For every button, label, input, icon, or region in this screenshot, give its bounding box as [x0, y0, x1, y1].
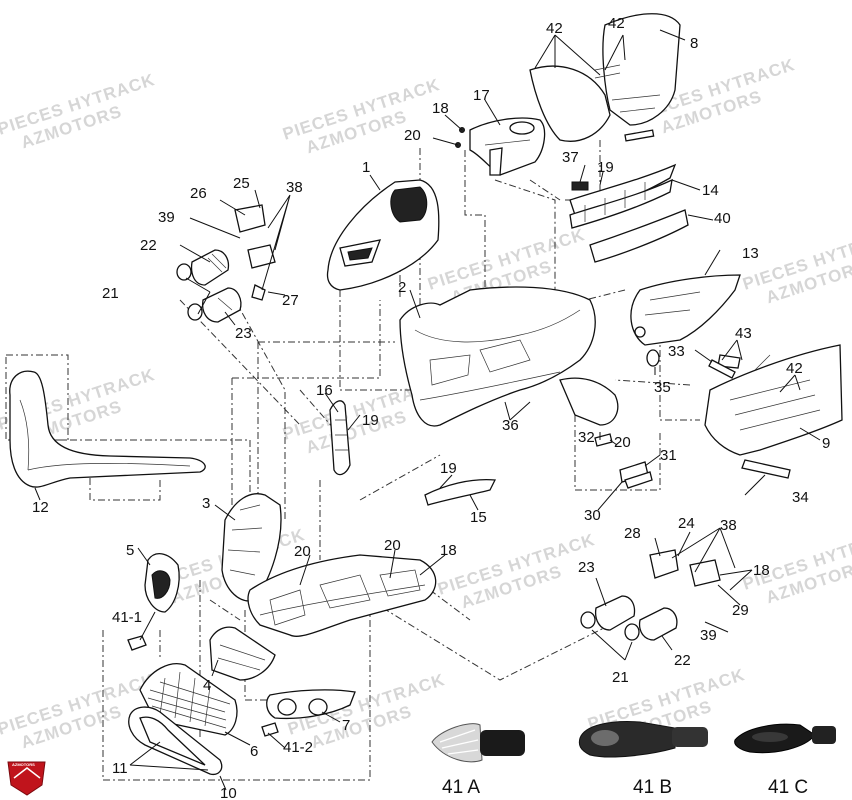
part-bracket-33	[708, 359, 736, 379]
part-dash-panel	[469, 117, 546, 176]
callout-31: 31	[660, 447, 677, 464]
callout-11: 11	[112, 760, 128, 777]
part-rear-side-panel	[529, 13, 681, 142]
leader-lines	[34, 29, 821, 791]
callout-7: 7	[342, 717, 350, 734]
callout-25: 25	[233, 175, 250, 192]
callout-19-lamp: 19	[362, 412, 379, 429]
callout-21-left: 21	[102, 285, 119, 302]
callout-14: 14	[702, 182, 719, 199]
callout-22-left: 22	[140, 237, 157, 254]
part-rear-fender-left	[630, 274, 741, 346]
callout-12: 12	[32, 499, 49, 516]
callout-34: 34	[792, 489, 809, 506]
part-side-strip	[424, 479, 497, 506]
callout-27: 27	[282, 292, 299, 309]
callout-15: 15	[470, 509, 487, 526]
callout-2: 2	[398, 279, 406, 296]
callout-20-left: 20	[294, 543, 311, 560]
part-left-indicator-group	[176, 204, 276, 323]
callout-20-top: 20	[404, 127, 421, 144]
callout-24: 24	[678, 515, 695, 532]
part-skid-plate	[209, 626, 276, 681]
part-ring	[646, 349, 660, 367]
variant-41b-image	[578, 721, 708, 758]
part-headlight-pair	[266, 689, 356, 720]
variant-41b-label: 41 B	[633, 777, 672, 798]
callout-23-right: 23	[578, 559, 595, 576]
callout-20-middle: 20	[384, 537, 401, 554]
part-bumper	[128, 706, 223, 776]
part-front-fender	[399, 286, 619, 427]
callout-4: 4	[203, 677, 211, 694]
part-rear-bracket	[569, 163, 677, 229]
callout-1: 1	[362, 159, 370, 176]
part-small-brackets	[594, 433, 653, 489]
part-front-frame	[221, 493, 282, 602]
part-front-top-cover	[326, 179, 440, 291]
brand-logo-text: AZMOTORS	[12, 762, 35, 767]
callout-16: 16	[316, 382, 333, 399]
part-head-lamp-left	[144, 553, 180, 613]
callout-22-right: 22	[674, 652, 691, 669]
brand-logo: AZMOTORS	[7, 761, 46, 796]
callout-18-middle: 18	[440, 542, 457, 559]
variant-41a-label: 41 A	[442, 777, 480, 798]
callout-13: 13	[742, 245, 759, 262]
callout-19-strip: 19	[440, 460, 457, 477]
callout-23-left: 23	[235, 325, 252, 342]
part-41-2	[261, 722, 279, 737]
variant-41a-image	[431, 723, 525, 763]
part-rear-strip	[589, 209, 689, 263]
callout-29: 29	[732, 602, 749, 619]
part-41-1	[127, 635, 147, 651]
callout-6: 6	[250, 743, 258, 760]
callout-36: 36	[502, 417, 519, 434]
callout-35: 35	[654, 379, 671, 396]
callout-40: 40	[714, 210, 731, 227]
callout-10: 10	[220, 785, 237, 800]
part-front-body-frame	[247, 554, 437, 637]
variant-41c-image	[734, 723, 836, 754]
callout-19-top: 19	[597, 159, 614, 176]
callout-21-right: 21	[612, 669, 629, 686]
callout-43: 43	[735, 325, 752, 342]
callout-9: 9	[822, 435, 830, 452]
callout-38-left: 38	[286, 179, 303, 196]
callout-18-top: 18	[432, 100, 449, 117]
callout-32: 32	[578, 429, 595, 446]
callout-8: 8	[690, 35, 698, 52]
part-right-indicator-group	[580, 549, 721, 641]
callout-39-right: 39	[700, 627, 717, 644]
callout-18-right: 18	[753, 562, 770, 579]
callout-5: 5	[126, 542, 134, 559]
callout-26: 26	[190, 185, 207, 202]
callout-41-2: 41-2	[283, 739, 313, 756]
callout-38-right: 38	[720, 517, 737, 534]
callout-37: 37	[562, 149, 579, 166]
callout-41-1: 41-1	[112, 609, 142, 626]
callout-33: 33	[668, 343, 685, 360]
part-rear-fender-right	[704, 344, 843, 479]
callout-3: 3	[202, 495, 210, 512]
callout-42-right: 42	[786, 360, 803, 377]
variant-41c-label: 41 C	[768, 777, 808, 798]
callout-39-left: 39	[158, 209, 175, 226]
callout-30: 30	[584, 507, 601, 524]
callout-20-right: 20	[614, 434, 631, 451]
part-lamp-cover	[329, 400, 351, 476]
part-seat	[9, 370, 206, 488]
callout-28: 28	[624, 525, 641, 542]
callout-42-left: 42	[546, 20, 563, 37]
callout-17: 17	[473, 87, 490, 104]
variant-labels: 41 A 41 B 41 C	[442, 777, 808, 798]
callout-labels: 1 2 3 4 5 6 7 8 9 10 11 12 13 14 15 16 1…	[32, 15, 830, 800]
callout-42-top: 42	[608, 15, 625, 32]
